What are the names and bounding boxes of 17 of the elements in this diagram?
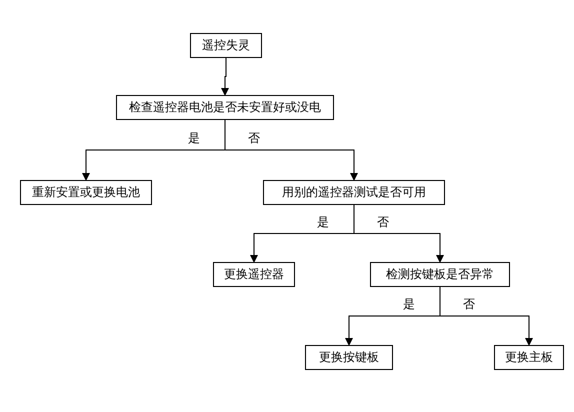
arrow bbox=[354, 204, 444, 263]
edge-label: 否 bbox=[247, 131, 261, 145]
process-box: 重新安置或更换电池 bbox=[20, 180, 152, 205]
process-box: 遥控失灵 bbox=[190, 33, 262, 58]
arrow bbox=[221, 58, 229, 96]
process-box: 用别的遥控器测试是否可用 bbox=[263, 180, 445, 205]
edge-label: 否 bbox=[376, 214, 390, 228]
process-box: 更换遥控器 bbox=[213, 262, 295, 287]
edge-label: 是 bbox=[187, 131, 201, 145]
process-box: 更换按键板 bbox=[305, 345, 393, 370]
edge-label: 是 bbox=[316, 214, 330, 228]
process-box: 更换主板 bbox=[494, 345, 564, 370]
edge-label: 是 bbox=[402, 297, 416, 311]
process-box: 检查遥控器电池是否未安置好或没电 bbox=[116, 95, 334, 120]
edge-label: 否 bbox=[462, 297, 476, 311]
process-box: 检测按键板是否异常 bbox=[370, 262, 510, 287]
arrow bbox=[224, 120, 358, 181]
